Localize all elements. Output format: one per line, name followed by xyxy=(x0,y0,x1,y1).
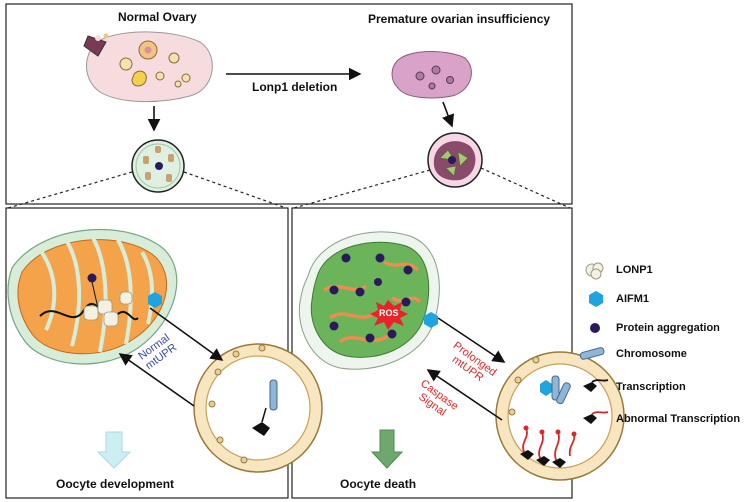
development-arrow xyxy=(96,431,132,469)
lonp1-icon xyxy=(578,259,608,281)
ros-label: ROS xyxy=(379,308,399,318)
legend-item-aifm1: AIFM1 xyxy=(578,288,649,310)
legend-item-protein-aggregation: Protein aggregation xyxy=(578,317,720,339)
top-panel-frame xyxy=(5,3,573,205)
legend-label-lonp1: LONP1 xyxy=(616,264,653,276)
protein-aggregation-icon xyxy=(578,317,608,339)
abnormal-transcription-icon xyxy=(578,408,608,430)
legend-label-transcription: Transcription xyxy=(616,381,686,393)
poi-ovary-illustration xyxy=(391,51,472,99)
aifm1-icon xyxy=(578,288,608,310)
legend-icons xyxy=(579,262,609,424)
chromosome-icon xyxy=(578,343,608,365)
legend-label-abnormal-transcription: Abnormal Transcription xyxy=(616,413,741,425)
ros-burst xyxy=(370,300,408,330)
oocyte-development-label: Oocyte development xyxy=(56,477,175,491)
transcription-icon xyxy=(578,376,608,398)
damaged-mitochondrion xyxy=(298,231,440,370)
oocyte-death-label: Oocyte death xyxy=(340,477,417,491)
normal-ovary-label: Normal Ovary xyxy=(118,10,197,24)
healthy-mitochondrion xyxy=(7,229,178,365)
normal-ovary-illustration xyxy=(83,31,213,103)
poi-label: Premature ovarian insufficiency xyxy=(368,12,551,26)
normal-follicle xyxy=(131,139,185,193)
legend-item-abnormal-transcription: Abnormal Transcription xyxy=(578,408,740,430)
normal-oocyte-nucleus xyxy=(193,343,323,473)
legend-label-aifm1: AIFM1 xyxy=(616,293,649,305)
legend-item-chromosome: Chromosome xyxy=(578,343,687,365)
death-arrow xyxy=(370,429,404,469)
poi-follicle xyxy=(427,132,483,188)
legend-label-protein-aggregation: Protein aggregation xyxy=(616,322,720,334)
lonp1-deletion-label: Lonp1 deletion xyxy=(252,80,338,94)
legend-item-transcription: Transcription xyxy=(578,376,686,398)
legend-item-lonp1: LONP1 xyxy=(578,259,653,281)
legend-label-chromosome: Chromosome xyxy=(616,348,687,360)
